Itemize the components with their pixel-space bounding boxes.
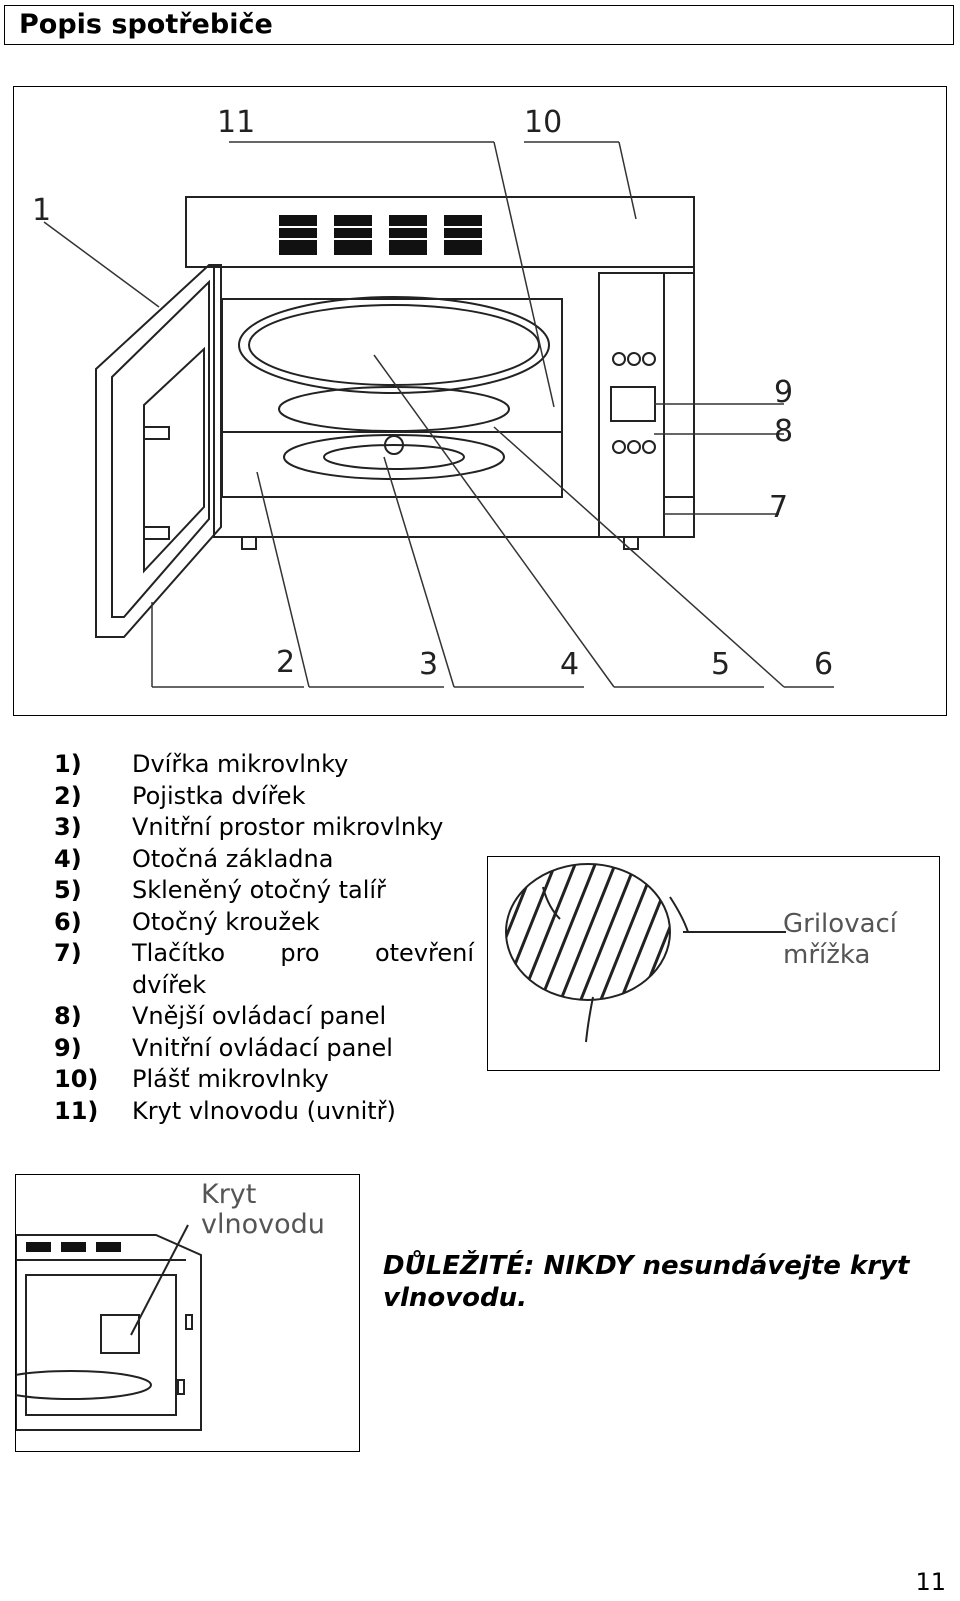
callout-1: 1 <box>32 193 51 228</box>
callout-11: 11 <box>217 105 255 140</box>
grill-label-line1: Grilovací <box>783 909 898 939</box>
part-name: Vnitřní ovládací panel <box>132 1033 393 1062</box>
part-name: Skleněný otočný talíř <box>132 876 386 904</box>
grill-rack-illustration: Grilovací mřížka <box>487 856 940 1071</box>
part-name: Otočná základna <box>132 844 334 873</box>
callout-6: 6 <box>814 647 833 682</box>
part-number: 10) <box>54 1065 99 1093</box>
waveguide-cover-illustration: Kryt vlnovodu <box>15 1174 360 1452</box>
part-number: 8) <box>54 1002 82 1030</box>
list-item: 3) Vnitřní prostor mikrovlnky <box>54 812 474 844</box>
part-name: Tlačítko pro otevření dvířek <box>132 939 474 999</box>
part-number: 6) <box>54 907 82 936</box>
grill-label-line2: mřížka <box>783 940 870 970</box>
grill-rack-drawing: Grilovací mřížka <box>505 863 898 1043</box>
warning-text: DŮLEŽITÉ: NIKDY nesundávejte kryt vlnovo… <box>383 1251 910 1313</box>
list-item: 1) Dvířka mikrovlnky <box>54 749 474 781</box>
list-item: 8) Vnější ovládací panel <box>54 1001 474 1033</box>
part-name: Pojistka dvířek <box>132 781 306 810</box>
callout-9: 9 <box>774 375 793 410</box>
callout-7: 7 <box>769 490 788 525</box>
part-number: 3) <box>54 813 82 841</box>
microwave-illustration: 11 10 1 9 8 7 2 3 4 5 6 <box>32 105 834 688</box>
waveguide-cover-drawing: Kryt vlnovodu <box>16 1179 325 1431</box>
part-number: 2) <box>54 781 82 810</box>
callout-4: 4 <box>560 647 579 682</box>
cover-label-line2: vlnovodu <box>201 1209 325 1240</box>
part-name: Vnitřní prostor mikrovlnky <box>132 813 444 841</box>
page-number: 11 <box>915 1568 946 1596</box>
callout-5: 5 <box>711 647 730 682</box>
part-name: Kryt vlnovodu (uvnitř) <box>132 1096 396 1125</box>
part-number: 1) <box>54 750 82 778</box>
list-item: 9) Vnitřní ovládací panel <box>54 1033 474 1065</box>
list-item: 10) Plášť mikrovlnky <box>54 1064 474 1096</box>
part-number: 5) <box>54 876 82 904</box>
part-name: Vnější ovládací panel <box>132 1002 387 1030</box>
list-item: 7) Tlačítko pro otevření dvířek <box>54 938 474 1001</box>
list-item: 6) Otočný kroužek <box>54 907 474 939</box>
part-name: Plášť mikrovlnky <box>132 1065 329 1093</box>
callout-2: 2 <box>276 645 295 680</box>
part-number: 7) <box>54 939 82 967</box>
part-name: Otočný kroužek <box>132 907 320 936</box>
callout-10: 10 <box>524 105 562 140</box>
cover-label-line1: Kryt <box>201 1179 256 1210</box>
section-title: Popis spotřebiče <box>4 5 954 45</box>
part-number: 4) <box>54 844 82 873</box>
microwave-diagram: 11 10 1 9 8 7 2 3 4 5 6 <box>13 86 947 716</box>
list-item: 4) Otočná základna <box>54 844 474 876</box>
callout-8: 8 <box>774 414 793 449</box>
part-number: 11) <box>54 1096 99 1125</box>
callout-3: 3 <box>419 647 438 682</box>
part-number: 9) <box>54 1033 82 1062</box>
list-item: 5) Skleněný otočný talíř <box>54 875 474 907</box>
list-item: 11) Kryt vlnovodu (uvnitř) <box>54 1096 474 1128</box>
part-name: Dvířka mikrovlnky <box>132 750 349 778</box>
list-item: 2) Pojistka dvířek <box>54 781 474 813</box>
parts-list: 1) Dvířka mikrovlnky 2) Pojistka dvířek 3)… <box>54 749 474 1127</box>
